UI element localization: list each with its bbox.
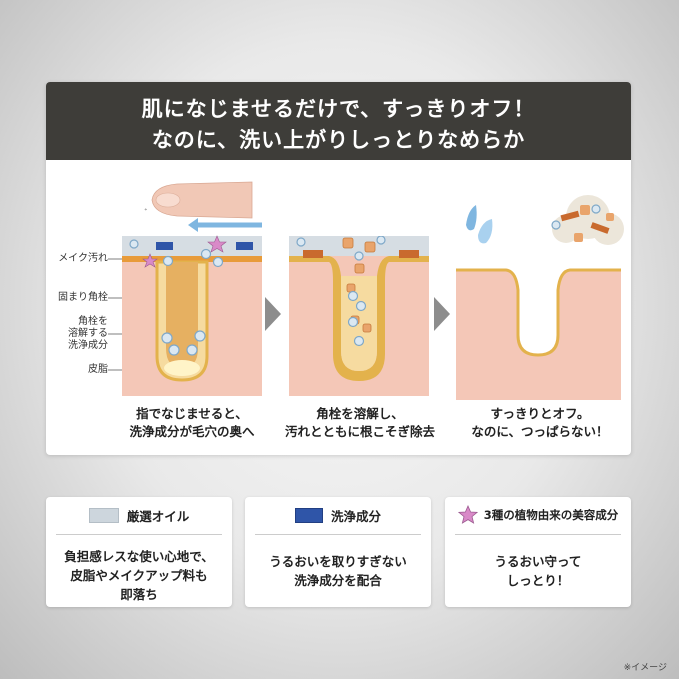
legend-card-oil: 厳選オイル 負担感レスな使い心地で、 皮脂やメイクアップ料も 即落ち bbox=[46, 497, 232, 607]
legend-botanical-line-1: うるおい守って bbox=[494, 554, 582, 569]
headline-banner: 肌になじませるだけで、すっきりオフ！ なのに、洗い上がりしっとりなめらか bbox=[46, 82, 631, 160]
label-sebum: 皮脂 bbox=[88, 364, 108, 375]
caption-step-1-line-1: 指でなじませると、 bbox=[136, 406, 248, 421]
caption-step-2-line-1: 角栓を溶解し、 bbox=[316, 406, 404, 421]
headline-line-1: 肌になじませるだけで、すっきりオフ！ bbox=[141, 97, 536, 121]
finger-icon bbox=[151, 181, 253, 219]
diagram-step-1: ᐩ bbox=[122, 181, 262, 396]
legend-cleanser-title: 洗浄成分 bbox=[330, 508, 381, 524]
legend-cleanser-line-2: 洗浄成分を配合 bbox=[294, 573, 382, 588]
rub-arrow-icon bbox=[188, 218, 262, 232]
legend-oil-line-1: 負担感レスな使い心地で、 bbox=[64, 549, 214, 564]
legend-oil-line-3: 即落ち bbox=[120, 587, 158, 602]
diagram-step-2 bbox=[289, 236, 429, 396]
caption-step-2: 角栓を溶解し、 汚れとともに根こそぎ除去 bbox=[280, 405, 440, 441]
label-plug: 固まり角栓 bbox=[58, 292, 108, 303]
legend-botanical-title: 3種の植物由来の美容成分 bbox=[483, 508, 619, 522]
oil-swatch-icon bbox=[88, 507, 119, 523]
star-icon bbox=[207, 235, 227, 253]
legend-cleanser-line-1: うるおいを取りすぎない bbox=[269, 554, 407, 569]
caption-step-3-line-2: なのに、つっぱらない！ bbox=[471, 424, 609, 439]
legend-card-botanical: 3種の植物由来の美容成分 うるおい守って しっとり！ bbox=[445, 497, 631, 607]
label-ingredient-1: 角栓を bbox=[78, 316, 108, 327]
image-note: ※イメージ bbox=[623, 663, 667, 673]
label-ingredient-3: 洗浄成分 bbox=[68, 340, 108, 351]
label-ingredient-2: 溶解する bbox=[68, 328, 108, 339]
diagram-step-3 bbox=[456, 195, 624, 400]
headline-line-2: なのに、洗い上がりしっとりなめらか bbox=[151, 128, 526, 152]
water-drop-icon bbox=[466, 205, 493, 244]
star-icon bbox=[457, 505, 478, 524]
step-arrow-icon bbox=[434, 297, 450, 331]
cleanser-swatch-icon bbox=[294, 507, 323, 523]
legend-oil-title: 厳選オイル bbox=[126, 508, 190, 524]
legend-botanical-line-2: しっとり！ bbox=[506, 573, 570, 588]
legend-card-cleanser: 洗浄成分 うるおいを取りすぎない 洗浄成分を配合 bbox=[245, 497, 431, 607]
caption-step-1: 指でなじませると、 洗浄成分が毛穴の奥へ bbox=[112, 405, 272, 441]
caption-step-3-line-1: すっきりとオフ。 bbox=[490, 406, 590, 421]
legend-oil-line-2: 皮脂やメイクアップ料も bbox=[70, 568, 208, 583]
label-makeup: メイク汚れ bbox=[58, 253, 108, 264]
caption-step-1-line-2: 洗浄成分が毛穴の奥へ bbox=[129, 424, 255, 439]
caption-step-3: すっきりとオフ。 なのに、つっぱらない！ bbox=[460, 405, 620, 441]
step-arrow-icon bbox=[265, 297, 281, 331]
caption-step-2-line-2: 汚れとともに根こそぎ除去 bbox=[284, 424, 435, 439]
svg-text:ᐩ: ᐩ bbox=[144, 207, 148, 217]
label-ingredient: 角栓を 溶解する 洗浄成分 bbox=[52, 316, 108, 352]
